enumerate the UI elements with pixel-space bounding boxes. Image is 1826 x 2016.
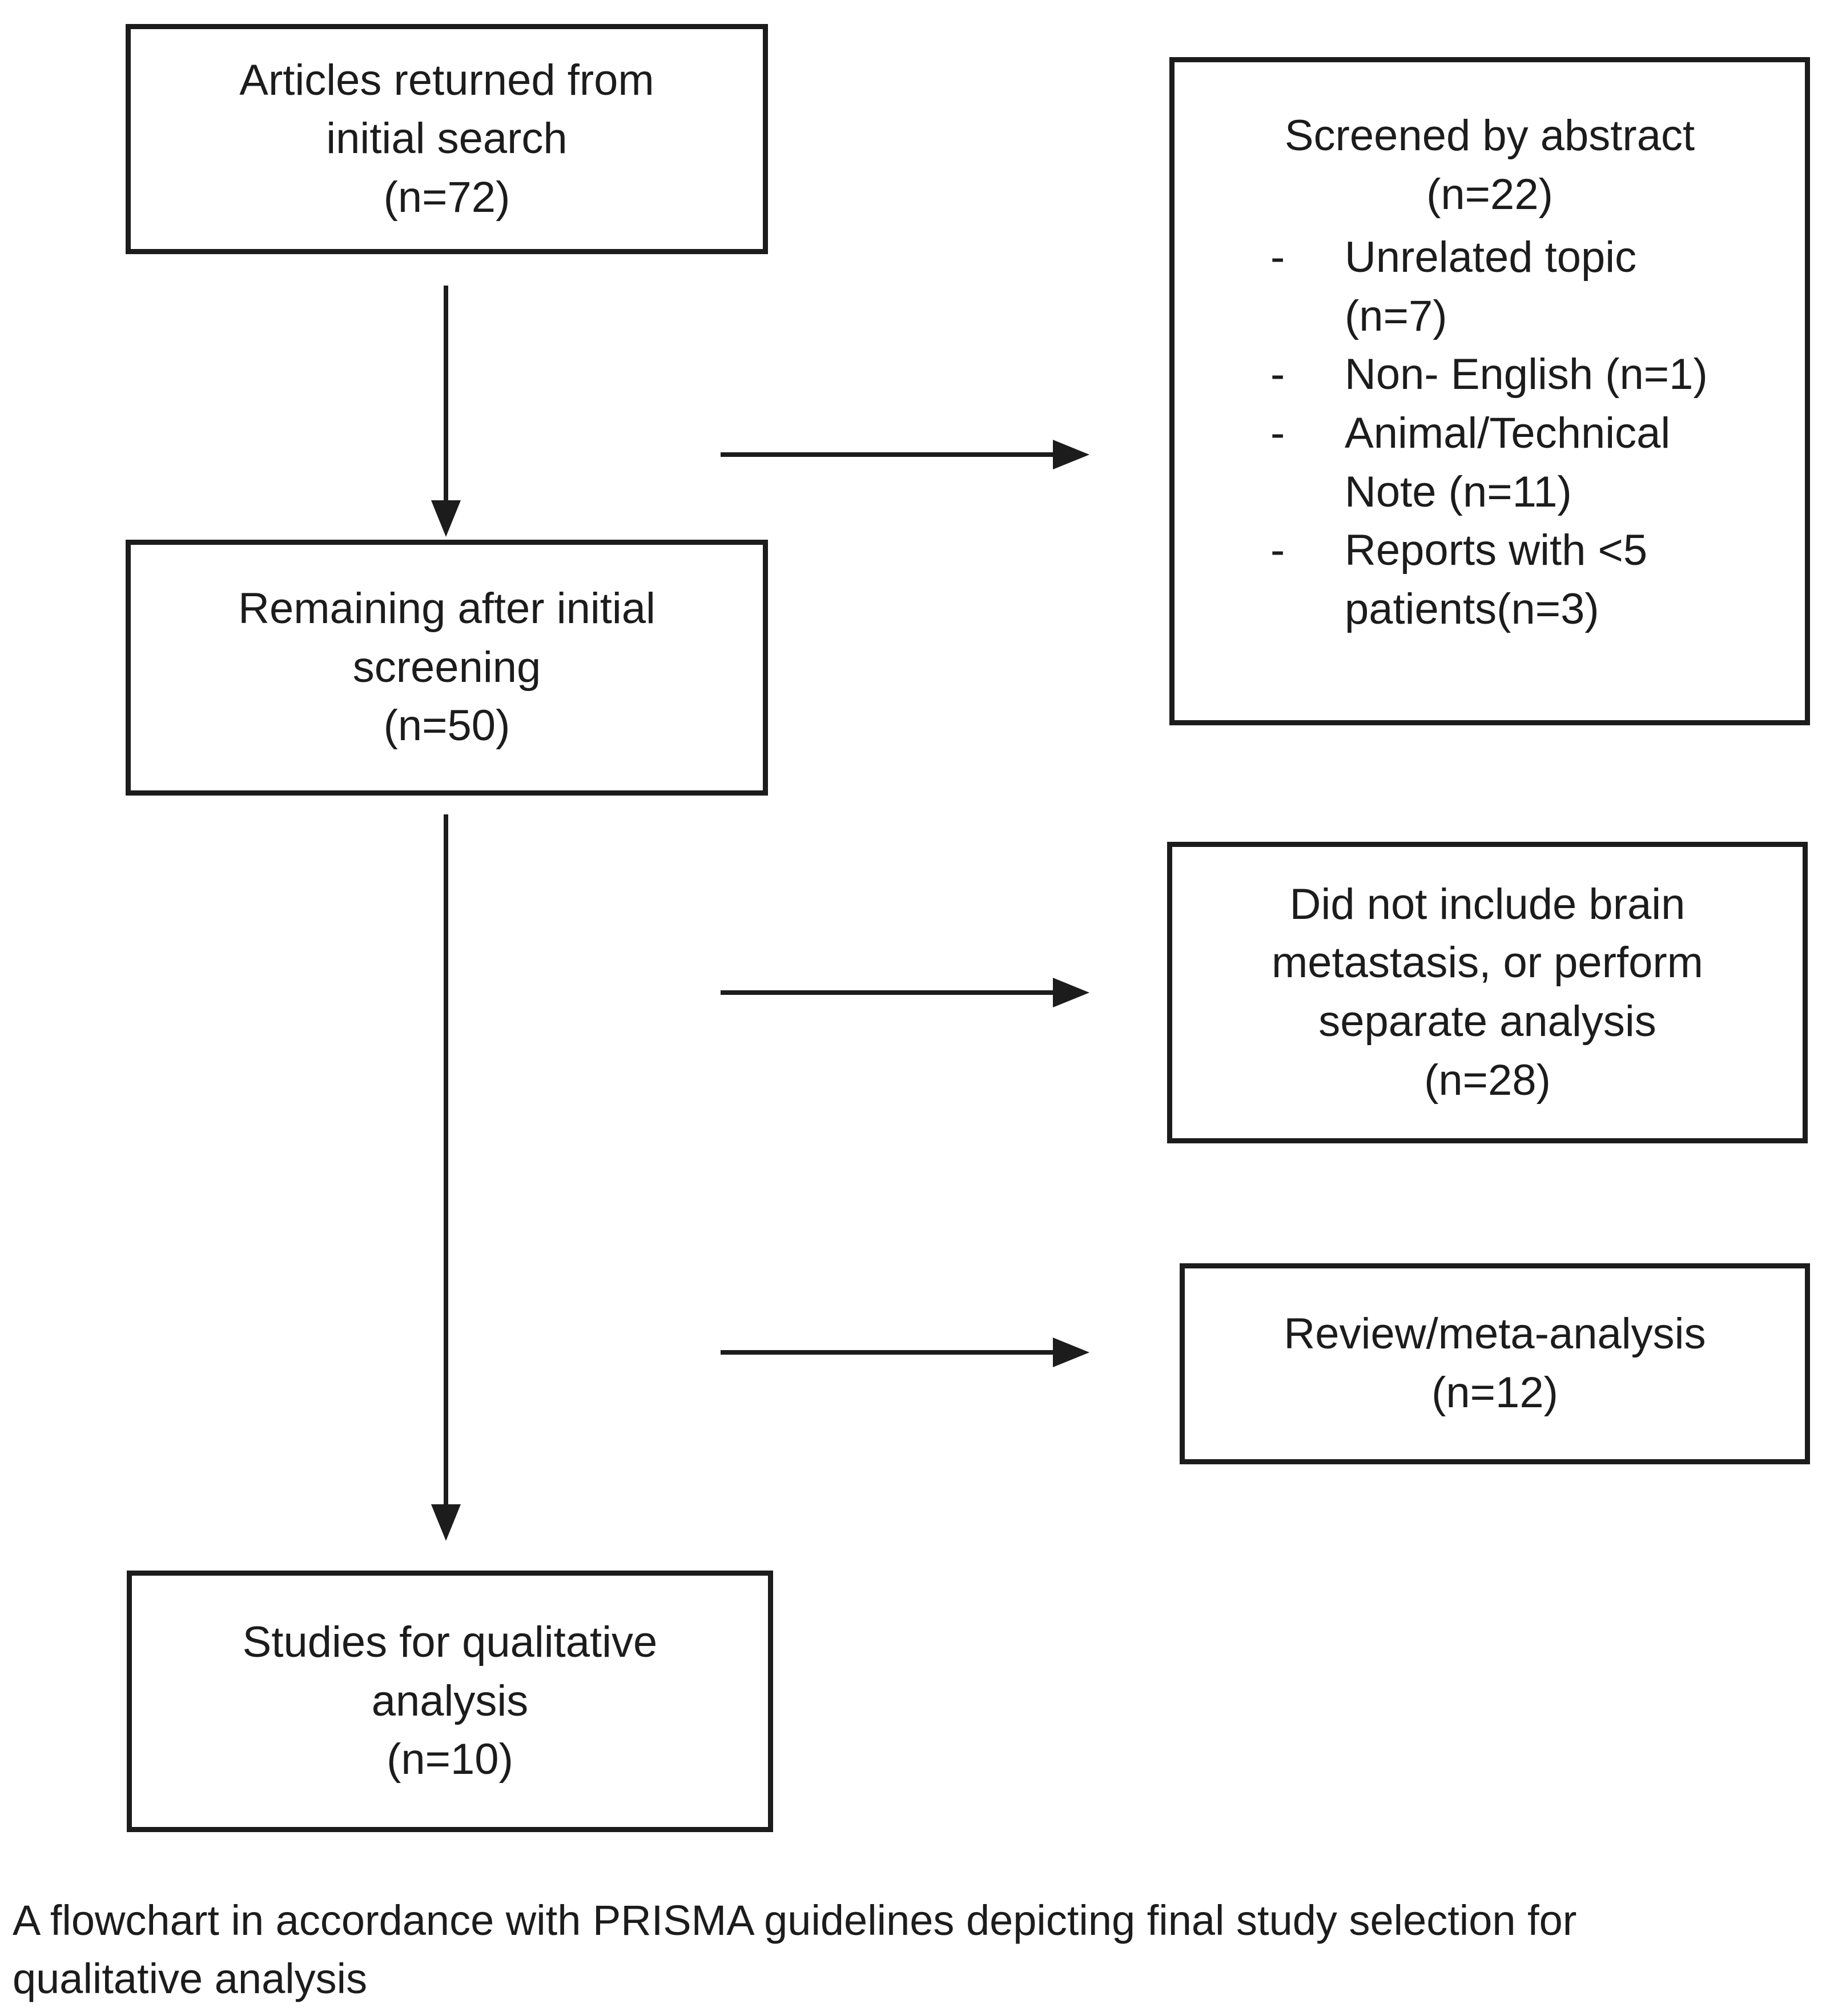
box-articles-initial-search: Articles returned from initial search (n… xyxy=(126,24,768,254)
bullet-text: Unrelated topic (n=7) xyxy=(1345,233,1637,340)
arrow-right-to-screened xyxy=(721,440,1089,469)
list-item: - Reports with <5 patients(n=3) xyxy=(1175,521,1805,638)
figure-caption: A flowchart in accordance with PRISMA gu… xyxy=(13,1897,1577,2003)
bullet-dash: - xyxy=(1270,233,1285,282)
bullet-dash: - xyxy=(1270,526,1285,575)
box-remaining-after-screening: Remaining after initial screening (n=50) xyxy=(126,540,768,796)
bullet-text: Animal/Technical Note (n=11) xyxy=(1345,408,1671,516)
list-item: - Non- English (n=1) xyxy=(1175,346,1805,404)
box-screened-by-abstract: Screened by abstract (n=22) - Unrelated … xyxy=(1169,57,1810,725)
box-no-brain-metastasis: Did not include brain metastasis, or per… xyxy=(1167,842,1808,1143)
list-item: - Animal/Technical Note (n=11) xyxy=(1175,404,1805,521)
bullet-dash: - xyxy=(1270,350,1285,399)
arrow-right-to-brain-metastasis xyxy=(721,978,1089,1007)
box-studies-qualitative-analysis: Studies for qualitative analysis (n=10) xyxy=(127,1571,773,1832)
bullet-text: Non- English (n=1) xyxy=(1345,350,1708,399)
arrow-down-initial-to-remaining xyxy=(431,286,461,537)
bullet-dash: - xyxy=(1270,408,1285,457)
screened-exclusion-list: - Unrelated topic (n=7) - Non- English (… xyxy=(1175,228,1805,638)
arrow-right-to-review xyxy=(721,1338,1089,1367)
bullet-text: Reports with <5 patients(n=3) xyxy=(1345,526,1648,633)
box-review-meta-analysis: Review/meta-analysis (n=12) xyxy=(1180,1263,1810,1464)
arrow-down-remaining-to-qualitative xyxy=(431,814,461,1541)
screened-box-heading: Screened by abstract (n=22) xyxy=(1284,111,1695,219)
list-item: - Unrelated topic (n=7) xyxy=(1175,228,1805,346)
